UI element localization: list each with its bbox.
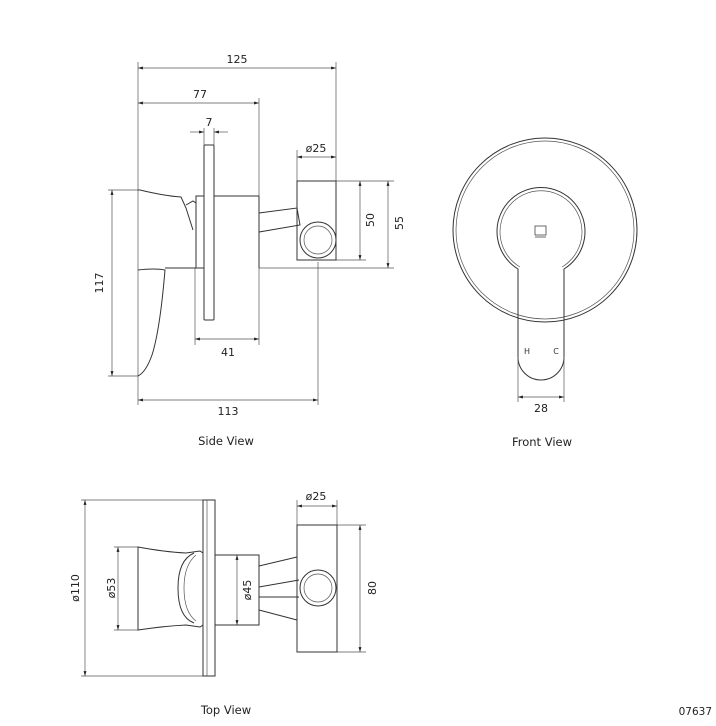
dim-125: 125 [227, 53, 248, 66]
front-view: H C 28 Front View [452, 137, 638, 449]
outlet-body-top [296, 524, 338, 653]
cover-plate [452, 137, 638, 323]
dim-28: 28 [534, 402, 548, 415]
dim-117: 117 [93, 273, 106, 294]
dim-50: 50 [364, 213, 377, 227]
top-view: ø110 ø53 ø45 ø25 80 Top View [69, 490, 379, 717]
dim-41: 41 [221, 346, 235, 359]
outlet-body [296, 180, 337, 261]
front-view-caption: Front View [512, 435, 572, 449]
outlet-arm [258, 207, 301, 233]
handle-top-view [137, 546, 204, 631]
outlet-arms-top [258, 556, 300, 621]
handle-top [138, 189, 194, 231]
dim-77: 77 [193, 88, 207, 101]
cold-mark: C [553, 347, 559, 356]
dim-55: 55 [393, 216, 406, 230]
body-top-view [214, 554, 260, 626]
hot-mark: H [524, 347, 530, 356]
dim-dia53: ø53 [105, 578, 118, 599]
dim-80: 80 [366, 581, 379, 595]
dim-7: 7 [206, 116, 213, 129]
dim-dia110: ø110 [69, 574, 82, 602]
outlet-connector [299, 221, 337, 259]
side-view: 125 77 7 ø25 50 55 117 41 113 Side View [93, 53, 406, 448]
dim-dia45: ø45 [241, 580, 254, 601]
wall-plate [203, 144, 215, 321]
outlet-connector-top [299, 569, 337, 607]
plate-flange [195, 195, 205, 269]
wall-plate-top [202, 499, 216, 677]
handle-lever [137, 268, 166, 377]
dim-dia25-top: ø25 [306, 490, 327, 503]
brand-logo-icon [534, 225, 547, 238]
drawing-code: 07637 [679, 706, 712, 718]
side-view-caption: Side View [198, 434, 254, 448]
dim-113: 113 [218, 405, 239, 418]
top-view-caption: Top View [200, 703, 251, 717]
dim-dia25-side: ø25 [306, 142, 327, 155]
lever-handle [496, 186, 586, 381]
